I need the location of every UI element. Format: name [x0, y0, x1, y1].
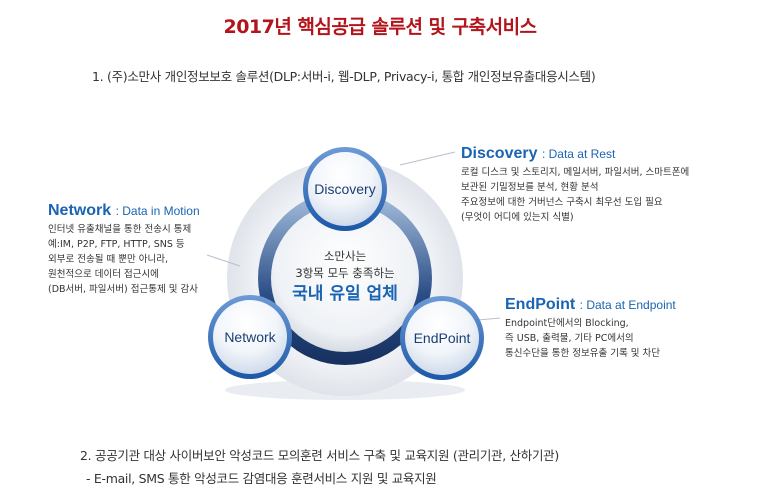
network-line: 예:IM, P2P, FTP, HTTP, SNS 등: [48, 239, 185, 250]
discovery-block: Discovery : Data at Rest 로컬 디스크 및 스토리지, …: [461, 145, 689, 225]
discovery-line: 보관된 기밀정보를 분석, 현황 분석: [461, 182, 599, 193]
center-text: 소만사는 3항목 모두 충족하는 국내 유일 업체: [270, 248, 420, 303]
network-line: 인터넷 유출채널을 통한 전송시 통제: [48, 224, 192, 235]
section-2-heading: 2. 공공기관 대상 사이버보안 악성코드 모의훈련 서비스 구축 및 교육지원…: [80, 448, 559, 463]
network-description: 인터넷 유출채널을 통한 전송시 통제 예:IM, P2P, FTP, HTTP…: [48, 222, 200, 297]
connector-network: [206, 254, 241, 267]
page-title: 2017년 핵심공급 솔루션 및 구축서비스: [223, 16, 537, 38]
endpoint-circle: [405, 301, 479, 375]
endpoint-subtitle: : Data at Endpoint: [579, 298, 676, 312]
discovery-subtitle: : Data at Rest: [541, 147, 616, 161]
endpoint-block: EndPoint : Data at Endpoint Endpoint단에서의…: [505, 296, 676, 361]
connector-endpoint: [477, 317, 501, 321]
connector-discovery: [399, 151, 456, 166]
section-2-detail: - E-mail, SMS 통한 악성코드 감염대응 훈련서비스 지원 및 교육…: [86, 471, 437, 486]
endpoint-line: 통신수단을 통한 정보유출 기록 및 차단: [505, 348, 660, 359]
endpoint-title: EndPoint : Data at Endpoint: [505, 296, 676, 314]
endpoint-line: Endpoint단에서의 Blocking,: [505, 318, 629, 329]
network-line: 외부로 전송될 때 뿐만 아니라,: [48, 254, 168, 265]
network-circle-label: Network: [224, 329, 276, 345]
network-circle: [213, 300, 287, 374]
center-line-1: 소만사는: [323, 249, 367, 263]
discovery-line: (무엇이 어디에 있는지 식별): [461, 212, 574, 223]
network-line: (DB서버, 파일서버) 접근통제 및 감사: [48, 284, 198, 295]
endpoint-name: EndPoint: [505, 296, 576, 313]
discovery-line: 주요정보에 대한 거버넌스 구축시 최우선 도입 필요: [461, 197, 663, 208]
discovery-line: 로컬 디스크 및 스토리지, 메일서버, 파일서버, 스마트폰에: [461, 167, 690, 178]
endpoint-circle-label: EndPoint: [413, 330, 471, 346]
endpoint-description: Endpoint단에서의 Blocking, 즉 USB, 출력물, 기타 PC…: [505, 316, 676, 361]
network-title: Network : Data in Motion: [48, 202, 200, 220]
network-subtitle: : Data in Motion: [115, 204, 200, 218]
discovery-description: 로컬 디스크 및 스토리지, 메일서버, 파일서버, 스마트폰에 보관된 기밀정…: [461, 165, 689, 225]
discovery-title: Discovery : Data at Rest: [461, 145, 689, 163]
discovery-name: Discovery: [461, 145, 538, 162]
network-line: 원천적으로 데이터 접근시에: [48, 269, 159, 280]
discovery-circle: [308, 152, 382, 226]
center-line-2: 3항목 모두 충족하는: [295, 266, 395, 280]
center-highlight: 국내 유일 업체: [292, 284, 398, 304]
network-name: Network: [48, 202, 112, 219]
endpoint-line: 즉 USB, 출력물, 기타 PC에서의: [505, 333, 634, 344]
discovery-circle-label: Discovery: [314, 181, 376, 197]
center-disc: [271, 204, 419, 352]
section-1-heading: 1. (주)소만사 개인정보보호 솔루션(DLP:서버-i, 웹-DLP, Pr…: [92, 69, 596, 84]
network-block: Network : Data in Motion 인터넷 유출채널을 통한 전송…: [48, 202, 200, 297]
